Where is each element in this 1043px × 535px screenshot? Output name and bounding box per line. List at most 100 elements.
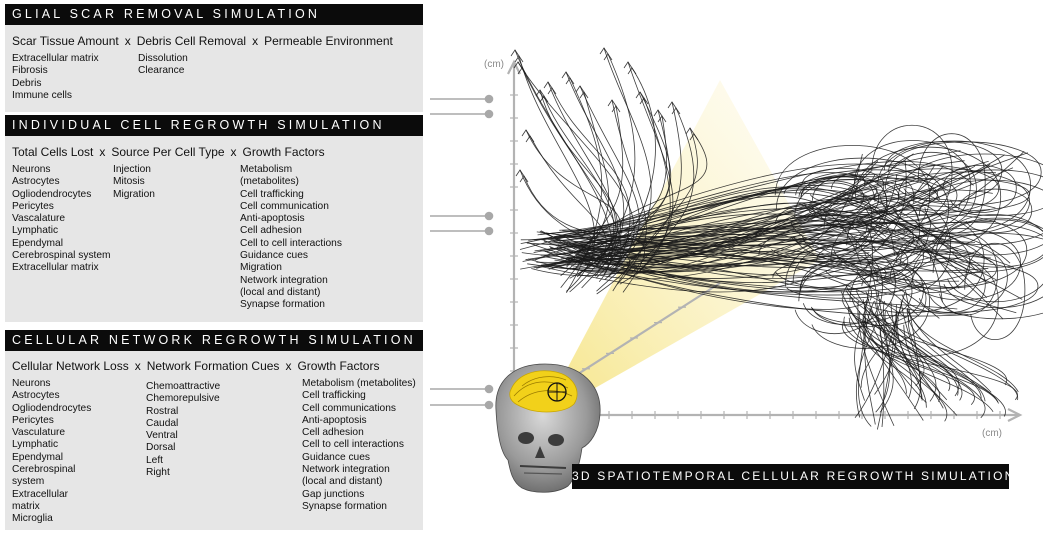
fiber-loop [853,140,971,233]
list-item: matrix [12,500,40,512]
fiber-strand [553,236,878,283]
fiber-loop [755,214,914,262]
list-item: Metabolism (metabolites) [302,378,416,389]
fiber-strand [578,163,941,238]
connector-dot [484,384,494,394]
arrowhead [539,95,549,103]
arrowhead [515,169,525,177]
arrowhead [611,105,621,113]
individual-section-title: INDIVIDUAL CELL REGROWTH SIMULATION [5,115,423,136]
fiber-strand [521,229,1011,264]
brain-highlight [509,370,578,413]
list-item: Extracellular matrix [12,53,99,64]
fiber-strand [843,316,975,405]
fiber-strand [527,209,990,269]
fiber-loop [964,242,1026,340]
subtitle-term: Scar Tissue Amount [12,34,119,48]
fiber-loop [944,219,1043,268]
fiber-strand [518,55,596,292]
list-item: Ventral [146,430,178,442]
arrowhead [575,85,585,93]
list-item: Migration [113,188,155,200]
individual-col3: Metabolism (metabolites) Cell traffickin… [240,164,342,312]
fiber-strand [862,310,948,422]
subtitle-term: Growth Factors [242,145,325,159]
list-item: Synapse formation [240,299,325,311]
fiber-strand [906,309,986,402]
fiber-strand [867,297,921,389]
y-axis-unit: (cm) [484,59,504,70]
fiber-strand [520,160,974,244]
arrowhead [521,129,531,137]
fiber-loop [855,146,1002,251]
fiber-loop [846,198,952,296]
fiber-loop [812,175,888,229]
list-item: Ependymal [12,451,63,463]
fiber-strand [855,290,959,396]
fiber-strand [855,322,878,418]
arrowhead [535,89,545,97]
list-item: Cell to cell interactions [302,439,404,451]
x-axis-unit: (cm) [982,428,1002,439]
connector-dot [484,94,494,104]
target-marker-cross [548,383,566,401]
fiber-loop [800,176,880,222]
fiber-strand [854,292,906,419]
list-item: Cell adhesion [240,225,302,237]
list-item: Anti-apoptosis [240,213,305,225]
glial-col1: Extracellular matrix Fibrosis Debris Imm… [12,53,99,102]
fiber-strand [858,310,951,392]
subtitle-term: Permeable Environment [264,34,393,48]
fiber-strand [578,189,959,260]
fiber-loop [783,176,939,213]
list-item: Vasculature [12,427,66,439]
network-section-title: CELLULAR NETWORK REGROWTH SIMULATION [5,330,423,351]
arrowhead [565,77,575,85]
fiber-strand [537,150,961,236]
arrowhead [513,61,523,69]
skull-eye-socket [518,432,534,444]
times-sign: x [285,359,292,373]
arrowhead [517,67,527,75]
fiber-strand [840,291,924,421]
fiber-loop [776,157,950,265]
list-item: Cell communication [240,200,329,212]
fiber-strand [548,244,872,301]
fiber-strand [566,105,624,268]
arrowhead [561,71,571,79]
fiber-strand [847,307,941,402]
skull-icon [495,363,601,493]
fiber-strand [906,310,992,393]
list-item: Microglia [12,513,53,525]
list-item: Guidance cues [302,451,370,463]
list-item: Caudal [146,417,179,429]
list-item: Extracellular [12,488,69,500]
arrowhead [667,101,677,109]
fiber-loop [798,257,931,349]
fiber-strand [567,171,997,260]
subtitle-term: Network Formation Cues [146,359,280,373]
fiber-strand [612,127,698,292]
arrowhead [639,97,649,105]
connector-dot [484,400,494,410]
fiber-strand [869,307,925,387]
network-col2: Chemoattractive Chemorepulsive Rostral C… [146,381,220,479]
connector-dot [484,211,494,221]
fiber-strand [569,202,862,266]
arrowhead [689,133,699,141]
list-item: Chemoattractive [146,381,221,392]
network-col1: Neurons Astrocytes Ogliodendrocytes Peri… [12,378,91,526]
fiber-loop [884,151,977,229]
arrowhead [671,107,681,115]
list-item: Metabolism [240,164,293,175]
arrowhead [623,61,633,69]
fiber-strand [520,208,945,241]
list-item: Ependymal [12,237,63,249]
fiber-strand [857,300,895,426]
list-item: Cerebrospinal system [12,250,111,262]
fiber-strand [879,324,999,404]
list-item: Synapse formation [302,500,387,512]
fiber-strand [842,320,1018,401]
fiber-strand [540,253,1017,314]
